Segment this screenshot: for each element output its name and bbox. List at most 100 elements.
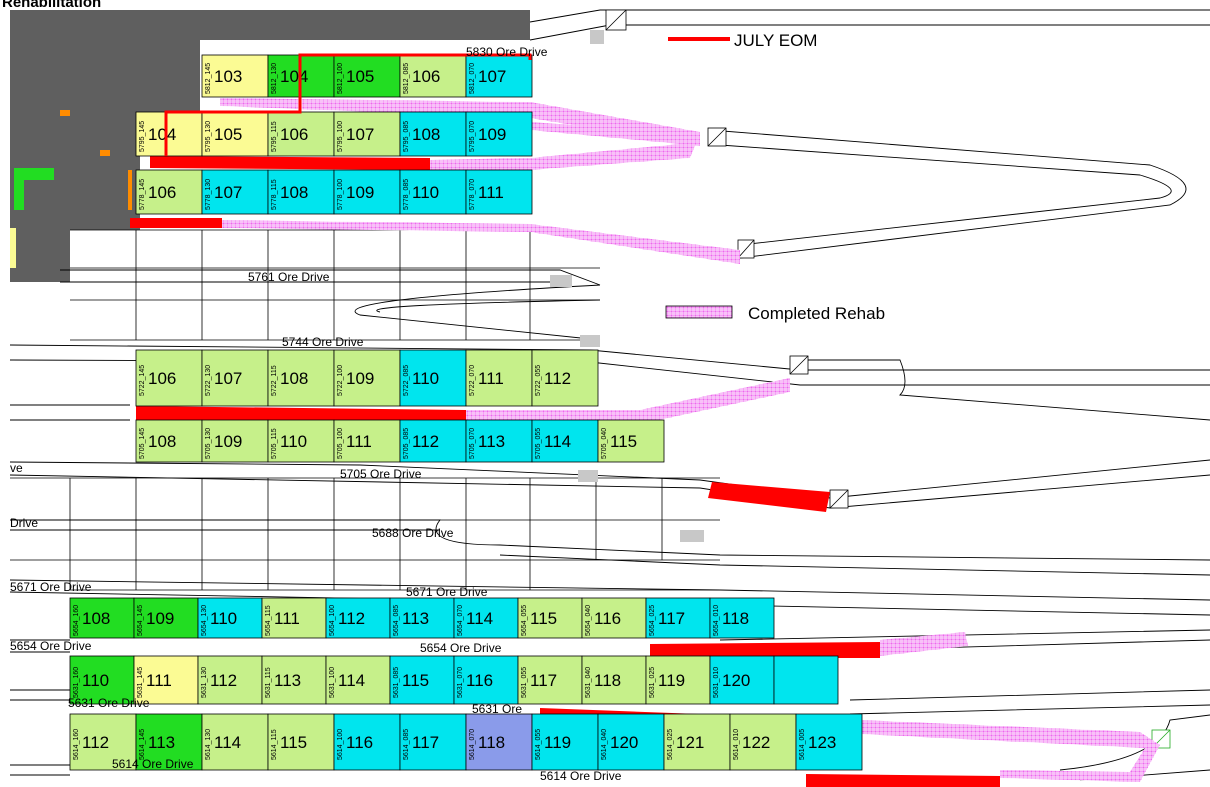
stope-cell-number: 118 — [478, 733, 505, 752]
orange-mark — [60, 110, 70, 116]
stope-cell-number: 120 — [722, 671, 750, 690]
stope-cell-tag: 5614_055 — [535, 729, 542, 760]
stope-cell-number: 111 — [146, 671, 172, 690]
legend-completed-rehab-label: Completed Rehab — [748, 304, 885, 323]
stope-cell-number: 111 — [478, 369, 504, 388]
stope-cell-tag: 5654_010 — [713, 605, 720, 636]
stope-cell-number: 106 — [412, 67, 440, 86]
stope-cell-tag: 5722_115 — [271, 365, 278, 396]
stope-cell-number: 116 — [466, 671, 493, 690]
orange-mark — [100, 150, 110, 156]
stope-cell-fill — [709, 655, 775, 705]
stope-cell-number: 103 — [214, 67, 242, 86]
stope-cell-fill — [399, 54, 467, 98]
stope-cell-tag: 5631_040 — [585, 667, 592, 698]
stope-cell-fill — [333, 349, 401, 407]
stope-cell-fill — [453, 597, 519, 639]
stope-cell-fill — [333, 169, 401, 215]
stope-cell-number: 107 — [214, 183, 242, 202]
stope-cell-tag: 5614_145 — [139, 729, 146, 760]
stope-cell-number: 109 — [346, 183, 374, 202]
stope-cell-number: 109 — [146, 609, 174, 628]
stope-cell-fill — [201, 419, 269, 463]
green-patch — [14, 168, 24, 210]
stope-cell-tag: 5631_160 — [73, 667, 80, 698]
stope-cell-fill — [333, 713, 401, 771]
stope-cell-fill — [773, 655, 839, 705]
stope-cell-number: 120 — [610, 733, 638, 752]
stope-cell-number: 108 — [412, 125, 440, 144]
stope-cell-number: 111 — [478, 183, 504, 202]
stope-cell-fill — [201, 54, 269, 98]
stope-cell-fill — [597, 713, 665, 771]
stope-cell-fill — [517, 597, 583, 639]
legend: JULY EOM Completed Rehab — [665, 31, 885, 323]
stope-cell-fill — [389, 655, 455, 705]
stope-cell-tag: 5614_010 — [733, 729, 740, 760]
stope-cell-fill — [399, 713, 467, 771]
stope-cell-number: 116 — [346, 733, 373, 752]
stope-cell-fill — [517, 655, 583, 705]
stope-cell-number: 112 — [338, 609, 365, 628]
stope-cell-number: 104 — [280, 67, 308, 86]
stope-cell-tag: 5631_055 — [521, 667, 528, 698]
stope-cell-number: 114 — [338, 671, 365, 690]
stope-cell-tag: 5778_145 — [139, 179, 146, 210]
drive-label: 5631 Ore Drive — [68, 696, 150, 710]
stope-cell-number: 112 — [210, 671, 237, 690]
stope-cell-tag: 5812_145 — [205, 63, 212, 94]
stope-cell-number: 106 — [148, 183, 176, 202]
stope-cell-tag: 5654_115 — [265, 605, 272, 636]
stope-cell-tag: 5778_100 — [337, 179, 344, 210]
yellow-patch — [10, 228, 16, 268]
stope-cell-tag: 5795_145 — [139, 121, 146, 152]
stope-cell-tag: 5812_085 — [403, 63, 410, 94]
stope-cell-tag: 5654_055 — [521, 605, 528, 636]
stope-cell-number: 113 — [402, 609, 429, 628]
stope-cell-tag: 5614_115 — [271, 729, 278, 760]
stope-cell-tag: 5614_040 — [601, 729, 608, 760]
stope-cell-tag: 5654_040 — [585, 605, 592, 636]
completed-rehab-bands — [200, 98, 1160, 782]
stope-cell-number: 110 — [82, 671, 109, 690]
stope-cell-tag: 5795_085 — [403, 121, 410, 152]
stope-cell-tag: 5778_115 — [271, 179, 278, 210]
stope-cell-tag: 5631_025 — [649, 667, 656, 698]
stope-cell-number: 118 — [594, 671, 621, 690]
stope-cell-tag: 5812_070 — [469, 63, 476, 94]
stope-cell-tag: 5654_085 — [393, 605, 400, 636]
pillar-blocks — [550, 30, 704, 542]
stope-cell-number: 123 — [808, 733, 836, 752]
stope-cell-fill — [135, 713, 203, 771]
stope-cell-fill — [465, 111, 533, 157]
stope-cell-number: 106 — [148, 369, 176, 388]
stope-cell-tag: 5654_100 — [329, 605, 336, 636]
stope-cell-fill — [465, 349, 533, 407]
